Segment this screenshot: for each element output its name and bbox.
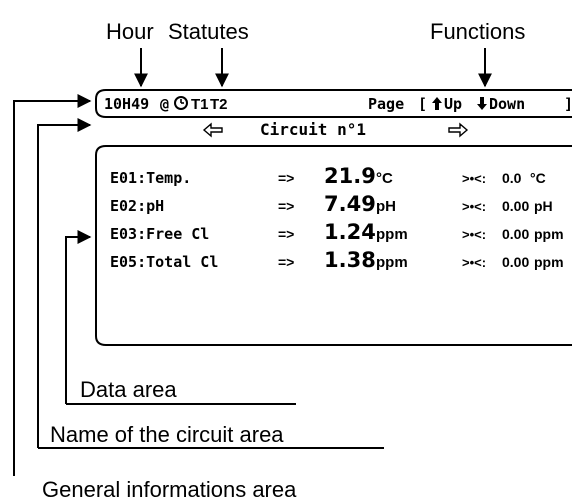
row-value: 1.24 <box>324 220 376 244</box>
row-limit-value: 0.00 <box>502 198 529 214</box>
clock-icon <box>174 96 188 110</box>
header-bracket-close: ] <box>564 95 572 113</box>
general-area-callout-label: General informations area <box>42 477 297 501</box>
circuit-area-arrow <box>37 118 92 448</box>
row-limit-unit: ppm <box>534 226 564 242</box>
header-bar-box <box>95 89 572 118</box>
header-page-label: Page <box>368 95 404 113</box>
row-value: 1.38 <box>324 248 376 272</box>
row-limit-value: 0.0 <box>502 170 522 186</box>
row-arrow: => <box>278 226 294 242</box>
row-value: 21.9 <box>324 164 376 188</box>
row-limit-symbol: >•<: <box>462 227 486 242</box>
row-limit-value: 0.00 <box>502 226 529 242</box>
row-limit-symbol: >•<: <box>462 199 486 214</box>
header-t1: T1 <box>191 96 209 113</box>
header-time: 10H49 <box>104 95 149 113</box>
row-unit: °C <box>376 170 393 187</box>
up-function-label[interactable]: Up <box>444 95 462 113</box>
circuit-name: Circuit n°1 <box>260 120 366 139</box>
data-area-box <box>95 145 572 346</box>
row-unit: pH <box>376 198 396 215</box>
row-limit-unit: °C <box>530 170 546 186</box>
row-value: 7.49 <box>324 192 376 216</box>
row-unit: ppm <box>376 226 408 243</box>
header-t2: T2 <box>210 96 228 113</box>
up-arrow-icon[interactable] <box>432 97 442 110</box>
statutes-callout-label: Statutes <box>168 19 249 44</box>
row-limit-symbol: >•<: <box>462 255 486 270</box>
data-area-arrow <box>65 230 92 404</box>
header-at-sign: @ <box>160 95 169 113</box>
down-arrow-small-icon[interactable] <box>477 97 487 110</box>
row-limit-symbol: >•<: <box>462 171 486 186</box>
left-arrow-icon[interactable] <box>202 122 223 138</box>
row-arrow: => <box>278 254 294 270</box>
row-label: E03:Free Cl <box>110 225 209 243</box>
row-label: E02:pH <box>110 197 164 215</box>
functions-callout-label: Functions <box>430 19 525 44</box>
down-function-label[interactable]: Down <box>489 95 525 113</box>
row-label: E05:Total Cl <box>110 253 218 271</box>
general-area-arrow <box>13 94 92 476</box>
circuit-area-callout-label: Name of the circuit area <box>50 422 284 447</box>
data-area-callout-label: Data area <box>80 377 177 402</box>
hour-callout-label: Hour <box>106 19 154 44</box>
row-unit: ppm <box>376 254 408 271</box>
row-limit-unit: pH <box>534 198 553 214</box>
row-arrow: => <box>278 198 294 214</box>
row-limit-value: 0.00 <box>502 254 529 270</box>
right-arrow-icon[interactable] <box>448 122 469 138</box>
row-arrow: => <box>278 170 294 186</box>
header-bracket-open: [ <box>418 95 427 113</box>
row-limit-unit: ppm <box>534 254 564 270</box>
row-label: E01:Temp. <box>110 169 191 187</box>
